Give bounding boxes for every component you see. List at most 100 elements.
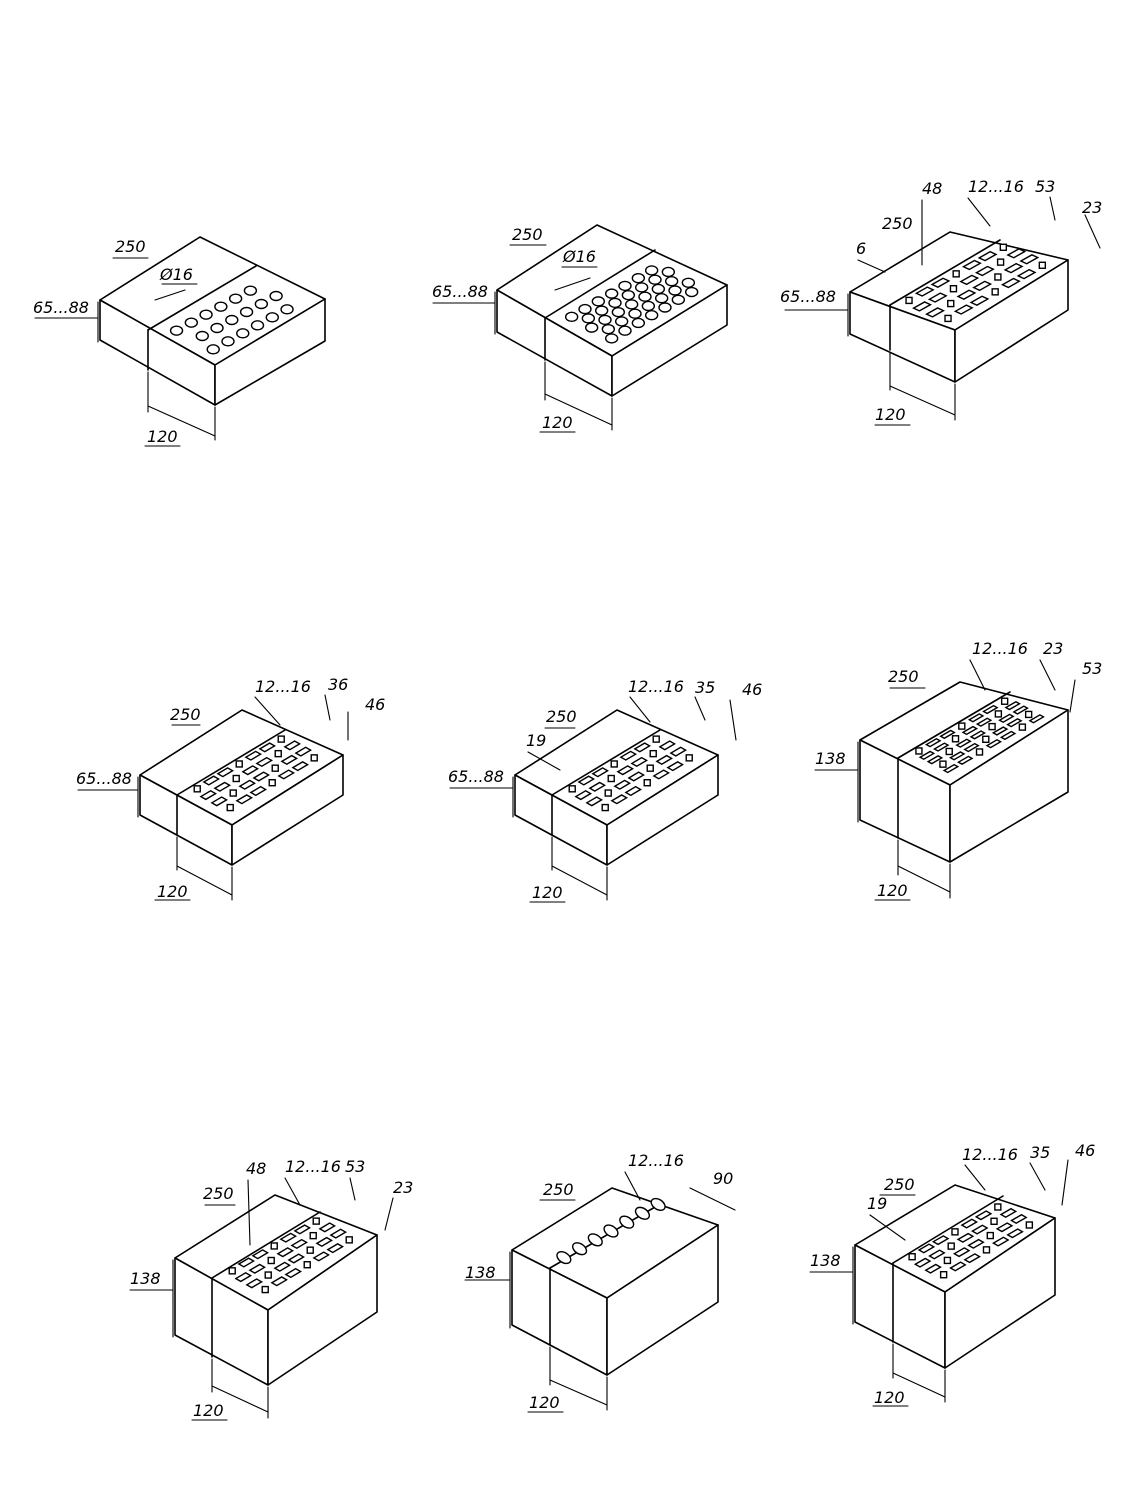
slot-hole xyxy=(258,742,276,753)
round-hole xyxy=(598,314,612,326)
slot-hole xyxy=(280,754,298,766)
slot-hole xyxy=(925,307,945,318)
square-hole xyxy=(267,1256,275,1265)
round-hole xyxy=(564,311,579,323)
slot-hole xyxy=(930,277,951,288)
slot-hole xyxy=(210,796,228,807)
round-hole xyxy=(634,282,649,293)
square-hole xyxy=(345,1236,353,1244)
round-hole xyxy=(581,313,596,324)
round-hole xyxy=(236,328,250,339)
dim-width-label: 120 xyxy=(875,405,906,424)
dim-48-label: 48 xyxy=(922,179,942,198)
round-hole xyxy=(644,265,659,276)
dim-height-label: 138 xyxy=(130,1269,161,1288)
slot-hole xyxy=(953,304,974,315)
slot-hole xyxy=(918,750,936,761)
brick-6: 250 12...16 23 53 138 120 xyxy=(814,639,1102,901)
round-hole xyxy=(658,302,672,313)
oval-hole xyxy=(634,1206,651,1220)
dim-length-label: 250 xyxy=(882,214,913,233)
round-hole xyxy=(618,280,632,292)
slot-hole xyxy=(917,1243,936,1254)
square-hole xyxy=(905,296,913,305)
slot-hole xyxy=(961,259,982,271)
dim-height-label: 65...88 xyxy=(780,287,836,306)
dim-length-label: 250 xyxy=(512,225,543,244)
dim-width-label: 120 xyxy=(532,883,563,902)
round-hole xyxy=(184,317,199,328)
round-hole xyxy=(651,283,666,295)
dim-length-label: 250 xyxy=(888,667,919,686)
brick-5: 250 12...16 35 46 19 65...88 120 xyxy=(448,677,762,903)
dim-diameter-label: Ø16 xyxy=(159,265,193,284)
square-hole xyxy=(975,748,984,756)
slot-hole xyxy=(1012,705,1029,715)
slot-hole xyxy=(287,1253,305,1264)
round-hole xyxy=(221,336,235,347)
square-hole xyxy=(958,722,966,730)
slot-hole xyxy=(914,286,935,297)
square-hole xyxy=(228,1267,236,1275)
square-hole xyxy=(264,1271,272,1279)
slot-hole xyxy=(1004,700,1021,711)
dim-height-label: 65...88 xyxy=(33,298,89,317)
square-hole xyxy=(988,722,996,731)
dimension-lines xyxy=(784,196,1101,426)
slot-hole xyxy=(245,1278,263,1289)
slot-hole xyxy=(249,785,267,797)
round-hole xyxy=(243,285,258,296)
dim-width-label: 120 xyxy=(542,413,573,432)
slot-hole xyxy=(974,265,995,277)
square-hole xyxy=(1024,710,1033,719)
brick-3: 48 12...16 53 23 250 6 65...88 120 xyxy=(780,177,1102,426)
slot-hole xyxy=(931,1235,950,1246)
slot-hole xyxy=(329,1228,347,1239)
square-hole xyxy=(277,735,285,743)
slot-hole xyxy=(270,1276,288,1287)
square-hole xyxy=(944,314,952,323)
square-hole xyxy=(646,764,654,772)
slot-hole xyxy=(234,1271,252,1283)
square-hole xyxy=(945,747,953,756)
slot-hole xyxy=(294,746,312,757)
slot-hole xyxy=(202,775,220,786)
round-hole xyxy=(631,317,646,329)
square-hole xyxy=(601,803,609,812)
dim-12-16-label: 12...16 xyxy=(285,1157,341,1176)
dim-19-label: 19 xyxy=(526,731,546,750)
dim-48-label: 48 xyxy=(246,1159,266,1178)
square-hole xyxy=(994,1203,1002,1211)
square-hole xyxy=(982,1246,991,1254)
slot-hole xyxy=(252,771,270,782)
dim-6-label: 6 xyxy=(856,239,866,258)
slot-hole xyxy=(926,755,944,765)
round-hole xyxy=(594,305,609,316)
slot-hole xyxy=(1000,277,1021,289)
round-hole xyxy=(206,344,220,355)
round-holes xyxy=(564,265,699,344)
slot-hole xyxy=(283,740,301,751)
dim-width-label: 120 xyxy=(877,881,908,900)
brick-4: 250 12...16 36 46 65...88 120 xyxy=(76,675,385,901)
dim-53-label: 53 xyxy=(345,1157,365,1176)
slot-hole xyxy=(992,1236,1010,1247)
round-hole xyxy=(604,333,619,344)
slot-hole xyxy=(610,794,628,805)
dim-height-label: 138 xyxy=(810,1251,841,1270)
slot-hole xyxy=(251,1249,269,1260)
slot-hole xyxy=(974,1210,993,1221)
slot-hole xyxy=(927,292,948,303)
slot-hole xyxy=(956,289,977,300)
slot-hole xyxy=(616,765,634,776)
slot-hole xyxy=(1019,254,1040,265)
round-hole xyxy=(664,276,679,287)
square-hole xyxy=(986,1231,994,1240)
oval-hole xyxy=(556,1250,572,1265)
square-hole xyxy=(947,299,955,308)
round-hole xyxy=(578,303,592,315)
slot-hole xyxy=(925,737,942,748)
slot-hole xyxy=(658,740,676,751)
slot-hole xyxy=(998,713,1015,724)
slot-hole xyxy=(1016,268,1037,280)
